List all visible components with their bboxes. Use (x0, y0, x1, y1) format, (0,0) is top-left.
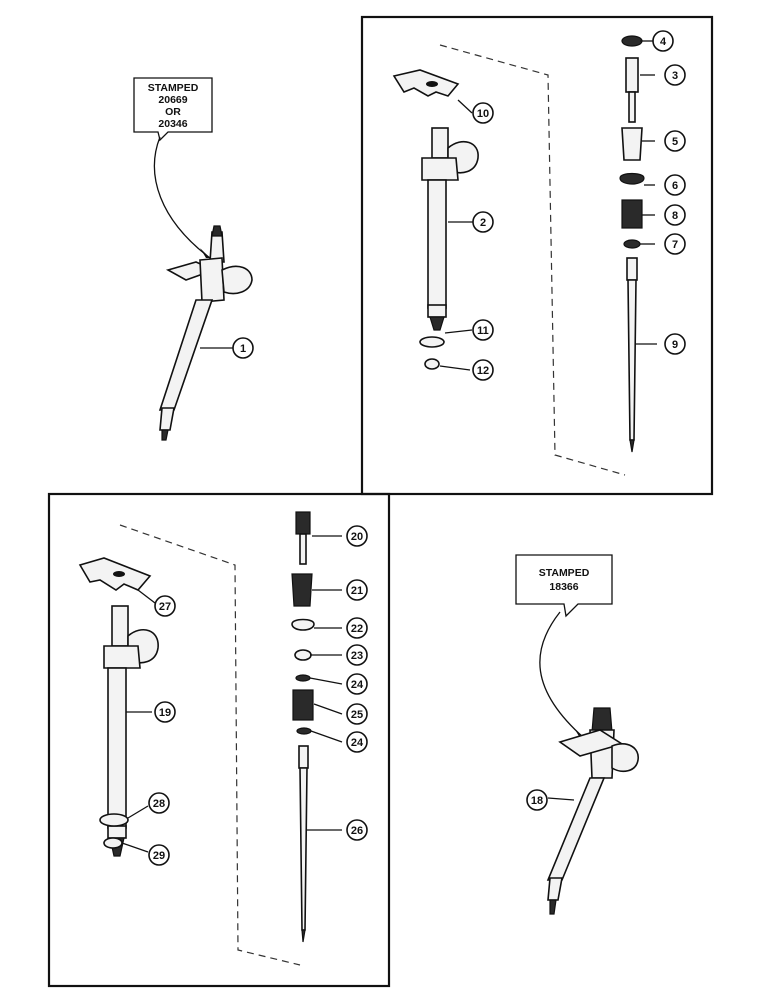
clamp-10-shape (392, 69, 460, 97)
callout-circle (664, 130, 686, 152)
callout-22: 22 (346, 617, 368, 639)
callout-19: 19 (154, 701, 176, 723)
callout-label: 12 (477, 365, 489, 377)
callout-label: 28 (153, 798, 165, 810)
callout-label: 10 (477, 108, 489, 120)
callout-26: 26 (346, 819, 368, 841)
tag-left-line-2: 20669 (158, 94, 187, 106)
tag-left-line-3: OR (165, 106, 181, 118)
callout-circle (232, 337, 254, 359)
callout-circle (346, 673, 368, 695)
callout-label: 6 (672, 180, 678, 192)
callout-circle (148, 844, 170, 866)
callout-label: 24 (351, 679, 364, 691)
callout-label: 3 (672, 70, 678, 82)
callout-4: 4 (652, 30, 674, 52)
callout-label: 8 (672, 210, 678, 222)
callout-circle (664, 64, 686, 86)
callout-layer: 1234567891011121819202122232424252627282… (148, 30, 686, 866)
callout-circle (472, 102, 494, 124)
callout-label: 7 (672, 239, 678, 251)
callout-20: 20 (346, 525, 368, 547)
tag-left-line-4: 20346 (158, 118, 187, 130)
callout-label: 19 (159, 707, 171, 719)
callout-circle (154, 595, 176, 617)
callout-6: 6 (664, 174, 686, 196)
callout-label: 26 (351, 825, 363, 837)
callout-label: 21 (351, 585, 363, 597)
stamp-tag-right: STAMPED 18366 (515, 554, 613, 739)
callout-8: 8 (664, 204, 686, 226)
callout-circle (346, 579, 368, 601)
callout-label: 24 (351, 737, 364, 749)
callout-circle (664, 233, 686, 255)
callout-circle (652, 30, 674, 52)
tag-left-line-1: STAMPED (148, 82, 199, 94)
top-right-frame (360, 15, 714, 496)
callout-23: 23 (346, 644, 368, 666)
callout-21: 21 (346, 579, 368, 601)
callout-label: 29 (153, 850, 165, 862)
tag-right-line-2: 18366 (549, 581, 578, 593)
callout-11: 11 (472, 319, 494, 341)
callout-7: 7 (664, 233, 686, 255)
callout-circle (664, 204, 686, 226)
callout-18: 18 (526, 789, 548, 811)
spring-stack-right (619, 35, 645, 453)
nozzle-holder-2 (392, 69, 479, 370)
callout-circle (664, 174, 686, 196)
nozzle-holder-19 (78, 557, 159, 857)
callout-circle (472, 359, 494, 381)
callout-2: 2 (472, 211, 494, 233)
callout-circle (346, 617, 368, 639)
callout-label: 1 (240, 343, 246, 355)
callout-5: 5 (664, 130, 686, 152)
dashed-link-top (439, 44, 626, 476)
callout-label: 25 (351, 709, 363, 721)
callout-24: 24 (346, 731, 368, 753)
callout-label: 5 (672, 136, 678, 148)
callout-12: 12 (472, 359, 494, 381)
callout-label: 23 (351, 650, 363, 662)
callout-label: 27 (159, 601, 171, 613)
callout-circle (346, 525, 368, 547)
callout-label: 18 (531, 795, 543, 807)
callout-label: 20 (351, 531, 363, 543)
callout-label: 9 (672, 339, 678, 351)
callout-circle (346, 731, 368, 753)
callout-28: 28 (148, 792, 170, 814)
callout-label: 4 (660, 36, 667, 48)
callout-circle (346, 644, 368, 666)
stamp-tag-left: STAMPED 20669 OR 20346 (133, 77, 213, 259)
callout-label: 2 (480, 217, 486, 229)
dashed-link-bottom (119, 524, 301, 966)
callout-circle (664, 333, 686, 355)
nozzle-assembly-18 (546, 707, 639, 915)
callout-3: 3 (664, 64, 686, 86)
callout-circle (526, 789, 548, 811)
callout-circle (148, 792, 170, 814)
callout-25: 25 (346, 703, 368, 725)
callout-1: 1 (232, 337, 254, 359)
callout-9: 9 (664, 333, 686, 355)
callout-29: 29 (148, 844, 170, 866)
callout-circle (154, 701, 176, 723)
tag-right-line-1: STAMPED (539, 567, 590, 579)
callout-24: 24 (346, 673, 368, 695)
callout-label: 11 (477, 325, 489, 337)
callout-circle (346, 703, 368, 725)
callout-label: 22 (351, 623, 363, 635)
callout-27: 27 (154, 595, 176, 617)
callout-10: 10 (472, 102, 494, 124)
callout-circle (472, 319, 494, 341)
spring-stack-bottom (291, 511, 315, 943)
callout-circle (346, 819, 368, 841)
bottom-left-frame (47, 492, 391, 988)
nozzle-assembly-1 (158, 225, 253, 441)
callout-circle (472, 211, 494, 233)
